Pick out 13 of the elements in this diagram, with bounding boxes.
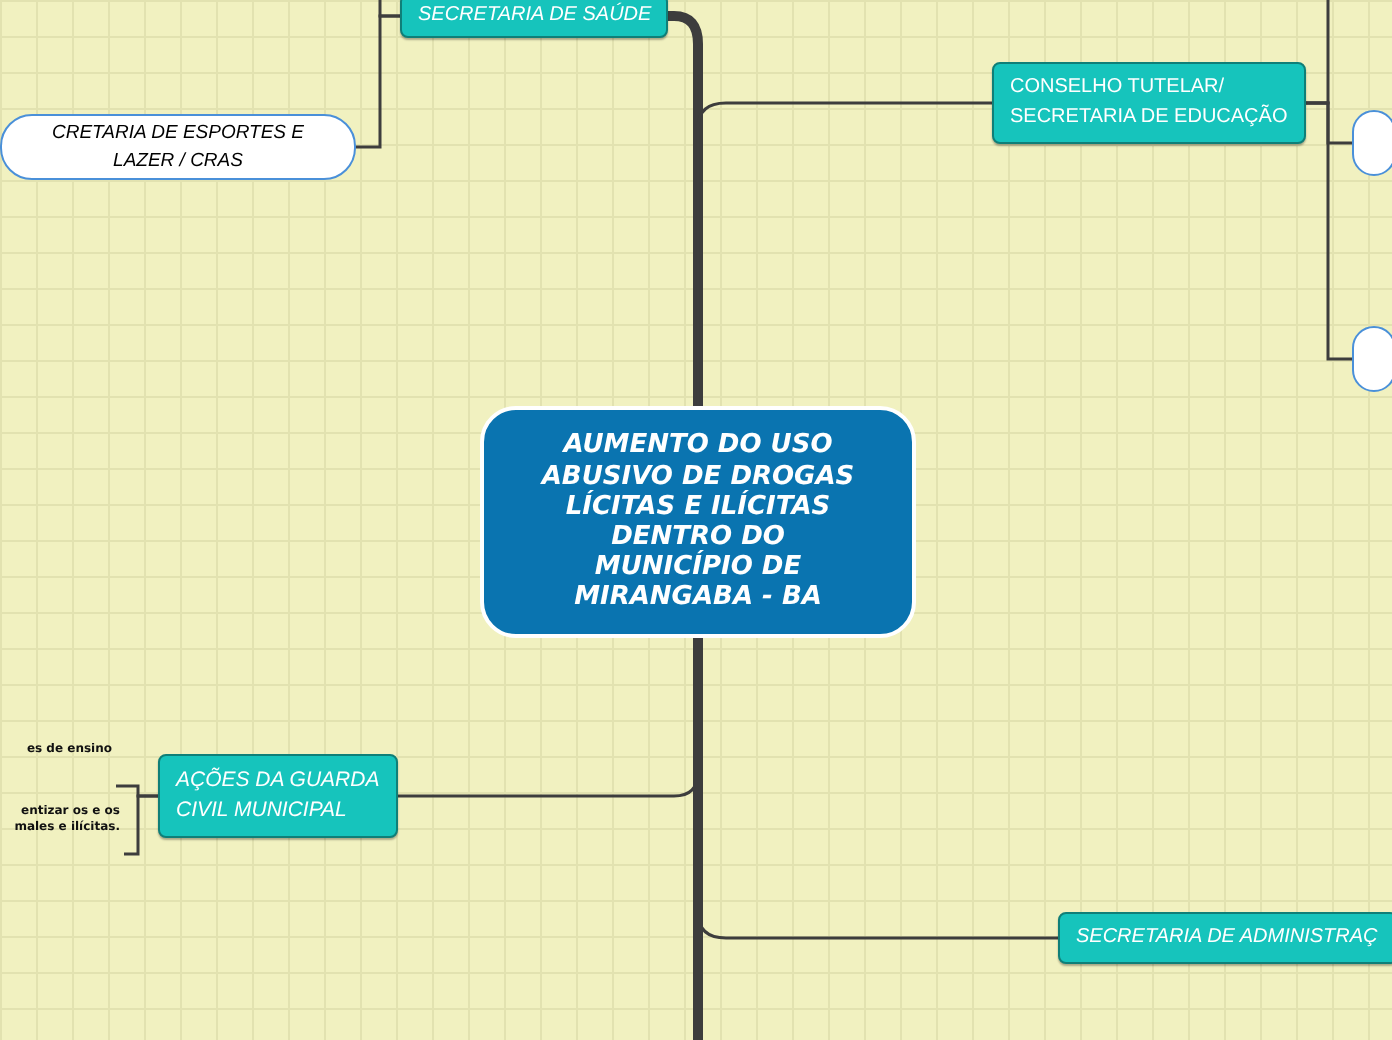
topic-box: SECRETARIA DE ADMINISTRAÇ — [1058, 912, 1392, 964]
topic-box: AUMENTO DO USO ABUSIVO DE DROGAS LÍCITAS E ILÍCITAS DENTRO DO MUNICÍPIO DE MIRANGABA - BA — [480, 406, 916, 638]
connector-line — [693, 638, 703, 1040]
connector-line — [1306, 0, 1330, 105]
empty-topic-box — [1352, 110, 1392, 176]
empty-topic-box — [1352, 326, 1392, 392]
topic-box: AÇÕES DA GUARDA CIVIL MUNICIPAL — [158, 754, 398, 838]
connector-line — [668, 11, 703, 406]
topic-box: CRETARIA DE ESPORTES E LAZER / CRAS — [0, 114, 356, 180]
topic-box: CONSELHO TUTELAR/ SECRETARIA DE EDUCAÇÃO — [992, 62, 1306, 144]
topic-box: SECRETARIA DE SAÚDE — [400, 0, 668, 38]
connector-line — [124, 794, 158, 856]
connector-line — [378, 0, 400, 18]
